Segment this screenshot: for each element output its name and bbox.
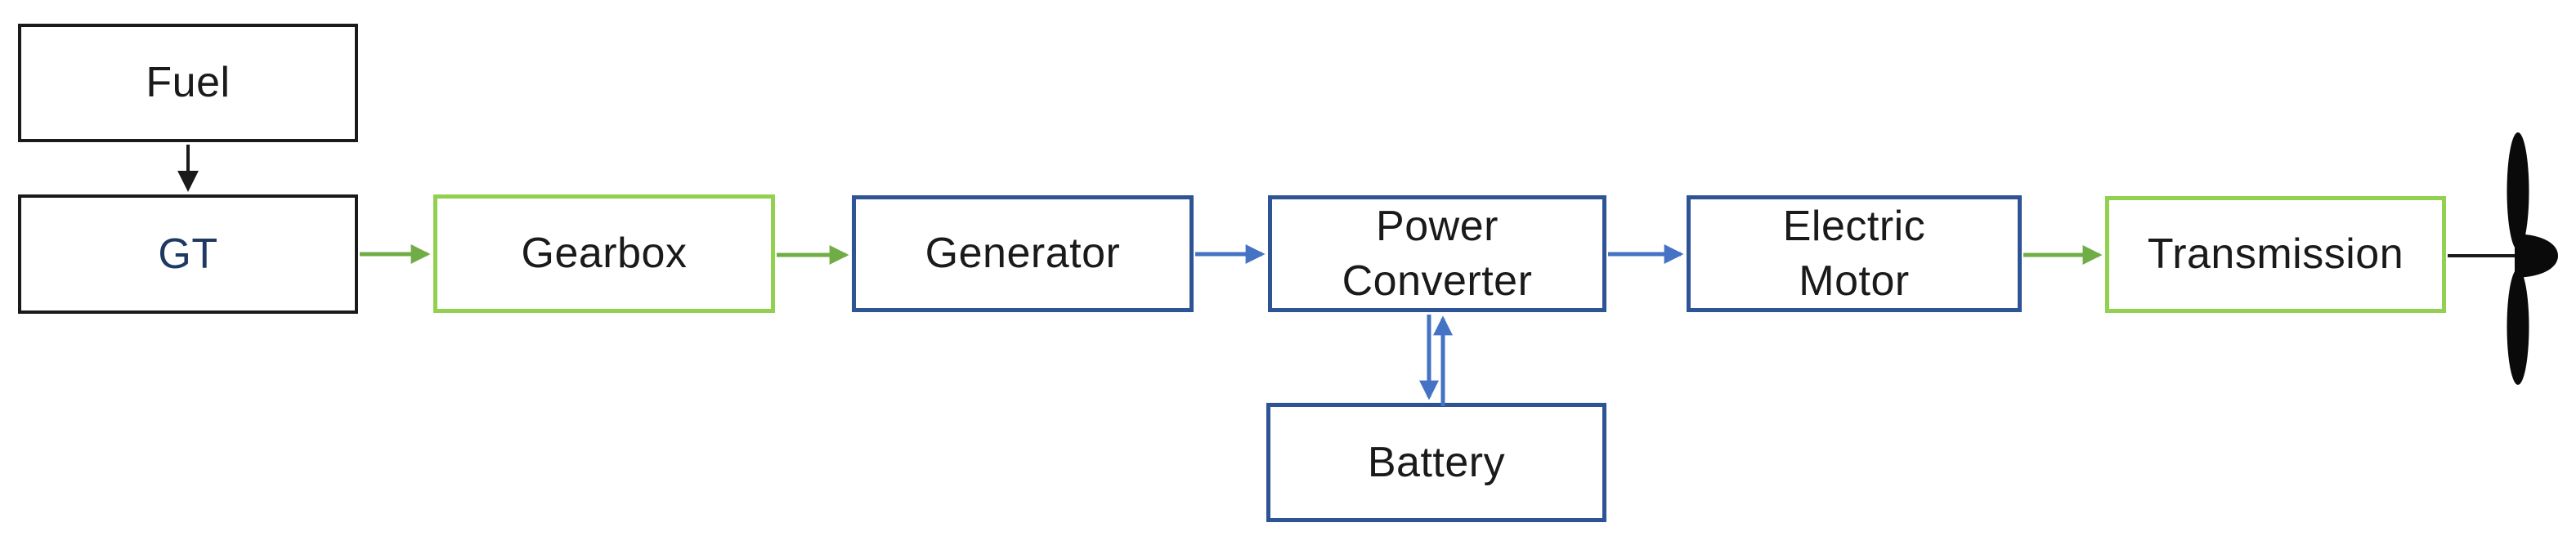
- propeller-icon: [2507, 132, 2558, 385]
- gearbox-node: Gearbox: [433, 194, 775, 313]
- electric-motor-label-line1: Electric: [1782, 202, 1926, 250]
- gearbox-label: Gearbox: [521, 230, 688, 278]
- electric-motor-label-line2: Motor: [1799, 257, 1910, 305]
- power-converter-node: Power Converter: [1268, 195, 1606, 312]
- propeller-blade-bottom: [2507, 269, 2529, 385]
- electric-motor-node: Electric Motor: [1687, 195, 2022, 312]
- transmission-node: Transmission: [2105, 196, 2446, 313]
- fuel-node: Fuel: [18, 24, 358, 142]
- power-converter-label-line2: Converter: [1342, 257, 1533, 305]
- generator-label: Generator: [925, 230, 1121, 278]
- transmission-label: Transmission: [2147, 230, 2404, 279]
- gt-node: GT: [18, 194, 358, 314]
- battery-label: Battery: [1367, 438, 1506, 486]
- power-converter-label-line1: Power: [1376, 202, 1499, 250]
- battery-node: Battery: [1266, 403, 1606, 522]
- fuel-label: Fuel: [146, 59, 231, 107]
- gt-label: GT: [158, 230, 218, 278]
- propeller-blade-top: [2507, 132, 2529, 250]
- generator-node: Generator: [852, 195, 1194, 312]
- propeller-hub: [2515, 234, 2558, 278]
